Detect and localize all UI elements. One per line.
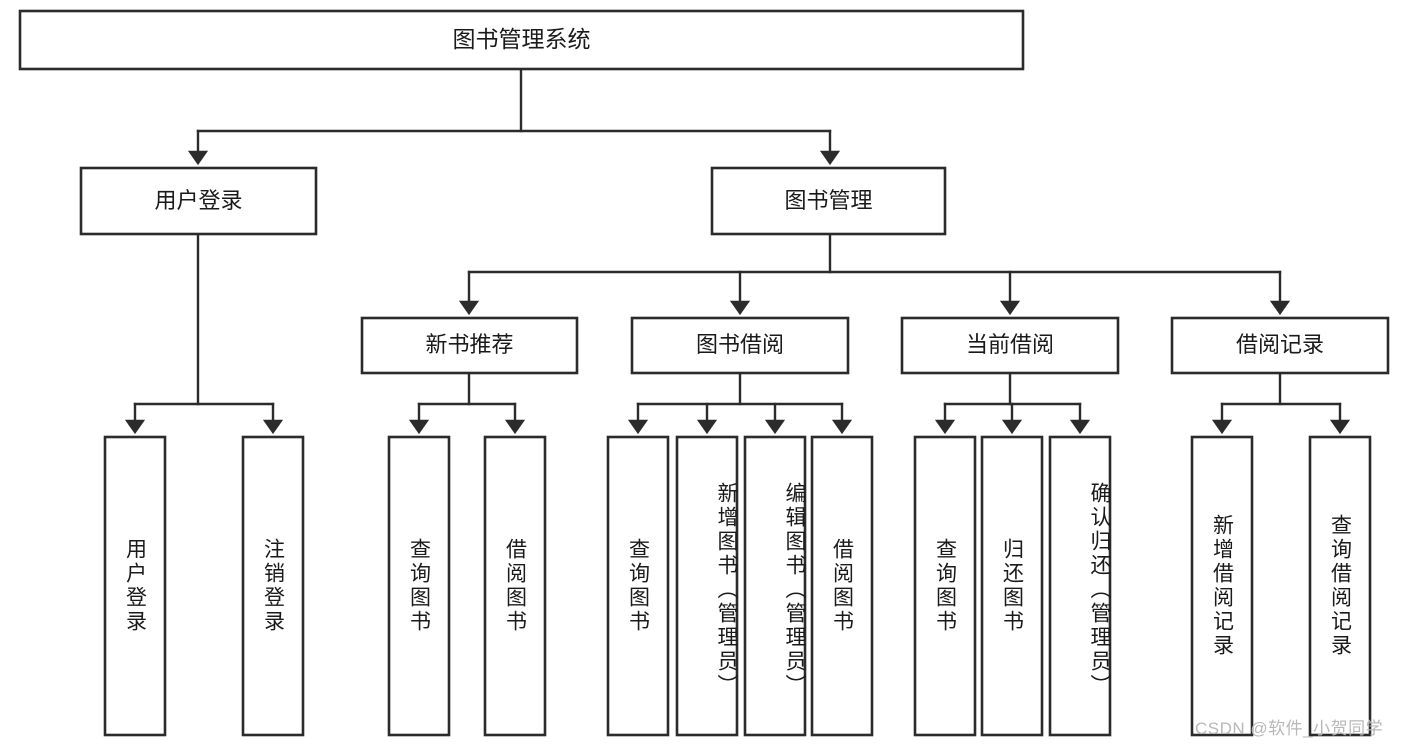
node-leaf-add-book-box[interactable] — [675, 435, 739, 737]
node-leaf-borrow-book-1-box[interactable] — [483, 435, 547, 737]
node-root-label: 图书管理系统 — [453, 26, 591, 52]
node-leaf-edit-book-box[interactable] — [743, 435, 807, 737]
node-leaf-query-record-box[interactable] — [1308, 435, 1372, 737]
csdn-watermark: CSDN @软件_小贺同学 — [1195, 719, 1384, 738]
node-new-book-rec-label: 新书推荐 — [425, 332, 513, 357]
node-root-box[interactable] — [18, 9, 1025, 71]
node-leaf-borrow-book-2-box[interactable] — [810, 435, 874, 737]
node-user-login-box[interactable] — [79, 166, 318, 236]
node-leaf-user-login-box[interactable] — [103, 435, 167, 737]
node-book-manage-box[interactable] — [710, 166, 947, 236]
node-leaf-query-book-3-box[interactable] — [913, 435, 977, 737]
node-leaf-add-record-box[interactable] — [1190, 435, 1254, 737]
node-borrow-record-label: 借阅记录 — [1236, 332, 1324, 357]
node-current-borrow-box[interactable] — [900, 316, 1120, 375]
connector-group — [124, 67, 1351, 435]
node-leaf-confirm-return-box[interactable] — [1048, 435, 1112, 737]
node-leaf-query-book-1-box[interactable] — [387, 435, 451, 737]
node-new-book-rec-box[interactable] — [360, 316, 579, 375]
node-leaf-query-book-2-box[interactable] — [606, 435, 670, 737]
node-leaf-return-book-box[interactable] — [980, 435, 1044, 737]
node-group: 图书管理系统 用户登录 图书管理 新书推荐 图书借阅 当前借阅 借阅记录 — [18, 9, 1390, 737]
node-book-manage-label: 图书管理 — [784, 188, 872, 213]
node-borrow-record-box[interactable] — [1170, 316, 1390, 375]
node-book-borrow-box[interactable] — [630, 316, 850, 375]
node-book-borrow-label: 图书借阅 — [696, 332, 784, 357]
node-user-login-label: 用户登录 — [154, 188, 242, 213]
node-current-borrow-label: 当前借阅 — [966, 332, 1054, 357]
node-leaf-logout-box[interactable] — [241, 435, 305, 737]
